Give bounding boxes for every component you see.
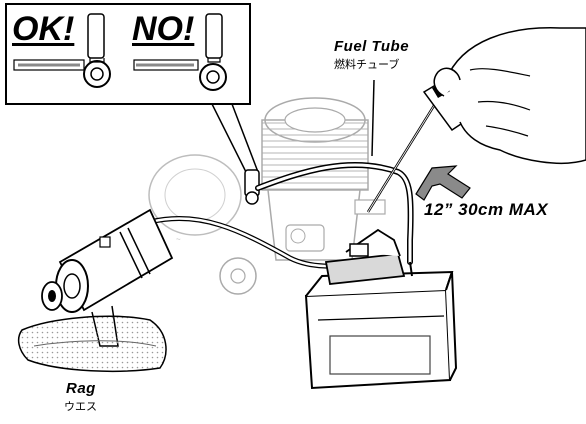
rag-label: Rag (66, 380, 96, 397)
rag-jp-label: ウエス (64, 400, 97, 413)
squeeze-arrow (415, 165, 471, 201)
no-label: NO! (132, 10, 195, 48)
fuel-tank (304, 228, 458, 390)
fuel-tube-leader (371, 79, 375, 157)
hand (433, 27, 586, 165)
engine: ~ (148, 97, 386, 295)
fuel-tube-jp-label: 燃料チューブ (334, 58, 400, 71)
fuel-inlet-nipple (244, 169, 260, 205)
inset-panel (5, 3, 259, 173)
max-length-label: 12” 30cm MAX (424, 200, 549, 219)
svg-text:~: ~ (176, 235, 181, 244)
ok-label: OK! (12, 10, 75, 48)
no-example-fitting (133, 13, 227, 91)
ok-example-fitting (13, 13, 111, 88)
fuel-tube-label: Fuel Tube (334, 38, 410, 55)
rag-illustration (17, 315, 167, 373)
